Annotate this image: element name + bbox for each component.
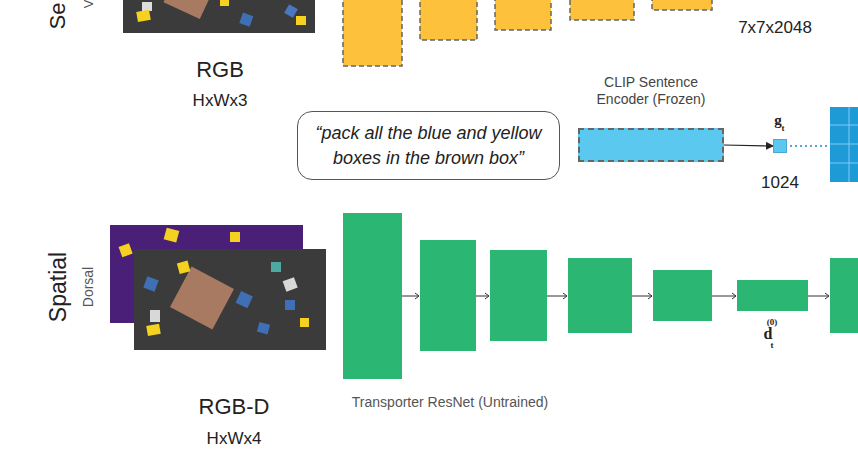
encoder-shape [578, 128, 724, 162]
resnet-block [737, 280, 808, 311]
resnet-block [343, 213, 402, 379]
yellow-block [300, 318, 309, 327]
brown-box [170, 266, 234, 329]
dotted-link [790, 145, 830, 147]
variable-superscript: (0) [767, 318, 778, 327]
resnet-block [568, 258, 632, 333]
yellow-block [146, 324, 161, 336]
language-grid [830, 107, 858, 182]
rgb-image [134, 249, 326, 350]
input-label: RGB [196, 59, 244, 81]
yellow-block [119, 243, 133, 257]
feature-block [420, 0, 477, 40]
blue-block [285, 300, 295, 310]
flow-arrow [712, 293, 736, 299]
resnet-block [490, 250, 547, 341]
yellow-block [136, 10, 151, 22]
flow-arrow [402, 293, 419, 299]
blue-block [239, 13, 253, 27]
instruction-text: “pack all the blue and yellow boxes in t… [302, 121, 555, 171]
resnet-block [653, 270, 712, 321]
feature-block [570, 0, 634, 20]
feature-block [652, 0, 712, 10]
yellow-block [164, 228, 180, 243]
variable-subscript: t [782, 124, 785, 133]
white-block [142, 2, 152, 11]
flow-arrow [808, 293, 829, 299]
dimension-label: HxWx3 [193, 92, 248, 109]
section-subtitle: V [82, 0, 95, 8]
rgb-image [123, 0, 315, 33]
dimension-label: 1024 [761, 174, 799, 191]
white-block [283, 277, 298, 291]
flow-arrow [476, 293, 489, 299]
resnet-block [830, 258, 858, 333]
vector-square [773, 139, 787, 153]
flow-arrow [547, 293, 567, 299]
section-title: Se [47, 3, 69, 30]
module-label: Transporter ResNet (Untrained) [352, 395, 548, 409]
blue-block [284, 4, 298, 18]
blue-block [236, 291, 253, 308]
blue-block [143, 276, 158, 291]
brown-box [164, 0, 213, 19]
encoder-block: CLIP Sentence Encoder (Frozen) [572, 74, 730, 164]
yellow-block [220, 0, 229, 6]
flow-arrow [632, 293, 652, 299]
encoder-label: CLIP Sentence Encoder (Frozen) [572, 74, 730, 108]
yellow-block [177, 261, 190, 274]
dimension-label: 7x7x2048 [738, 19, 812, 36]
input-label: RGB-D [199, 396, 270, 418]
teal-block [271, 262, 281, 272]
blue-block [257, 322, 270, 335]
white-block [150, 310, 160, 322]
variable-subscript: t [771, 341, 774, 350]
yellow-block [296, 16, 306, 25]
resnet-block [420, 240, 476, 351]
goal-vector: gt 1024 [758, 110, 802, 194]
variable-name: g [774, 113, 782, 128]
section-subtitle: Dorsal [81, 267, 95, 307]
dimension-label: HxWx4 [207, 430, 262, 447]
feature-block [343, 0, 402, 66]
instruction-box: “pack all the blue and yellow boxes in t… [297, 111, 560, 180]
feature-block [495, 0, 551, 30]
flow-arrow [724, 145, 773, 146]
yellow-block [230, 232, 240, 242]
section-title: Spatial [47, 252, 70, 322]
